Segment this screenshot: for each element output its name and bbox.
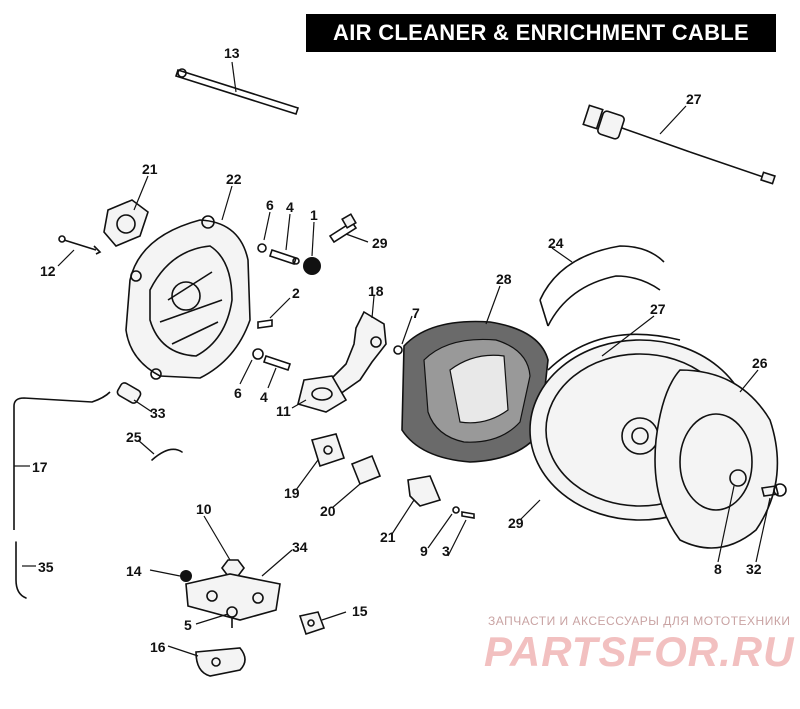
callout-10: 10 — [196, 501, 212, 517]
part-screw — [257, 319, 273, 329]
callout-3: 3 — [442, 543, 450, 559]
callout-9: 9 — [420, 543, 428, 559]
part-bracket — [328, 310, 387, 396]
callout-6-upper: 6 — [266, 197, 274, 213]
part-grommet — [303, 257, 321, 275]
callout-4-lower: 4 — [260, 389, 268, 405]
part-spring-clip — [539, 245, 665, 327]
part-nut — [393, 345, 403, 355]
callout-labels: 13 27 21 22 6 4 1 29 12 2 18 7 28 24 27 … — [32, 45, 768, 655]
callout-12: 12 — [40, 263, 56, 279]
diagram-title: AIR CLEANER & ENRICHMENT CABLE — [306, 14, 776, 52]
callout-30: 28 — [496, 271, 512, 287]
part-strap-bracket — [195, 647, 246, 677]
callout-24: 24 — [548, 235, 564, 251]
part-backplate — [125, 215, 251, 380]
part-tie-strap — [174, 68, 300, 116]
part-lock-plate — [298, 611, 326, 636]
callout-18: 18 — [368, 283, 384, 299]
part-pin — [58, 235, 102, 255]
part-small-bolt — [461, 511, 475, 519]
callout-7: 7 — [412, 305, 420, 321]
part-bracket-bolt — [226, 606, 238, 628]
part-hose-elbow — [151, 448, 183, 461]
part-cover-screw — [761, 483, 787, 497]
callout-11: 11 — [276, 403, 291, 419]
callout-4-upper: 4 — [286, 199, 294, 215]
part-enrichment-cable — [582, 104, 776, 185]
part-plate — [350, 454, 382, 486]
callout-14: 14 — [126, 563, 142, 579]
part-mounting-bracket — [185, 573, 281, 621]
callout-26: 26 — [752, 355, 768, 371]
leader-lines — [14, 61, 771, 657]
callout-19: 19 — [284, 485, 300, 501]
part-breather-bolt — [328, 213, 358, 244]
part-small-washer — [452, 506, 460, 514]
callout-16: 16 — [150, 639, 166, 655]
part-sleeve — [116, 382, 142, 404]
callout-8: 8 — [714, 561, 722, 577]
callout-31: 29 — [372, 235, 388, 251]
part-hose-end — [15, 541, 27, 599]
callout-29: 29 — [508, 515, 524, 531]
callout-28: 27 — [686, 91, 702, 107]
callout-34: 34 — [292, 539, 308, 555]
callout-13: 13 — [224, 45, 240, 61]
callout-33: 33 — [150, 405, 166, 421]
part-washer-screw-upper — [257, 243, 300, 266]
callout-5: 5 — [184, 617, 192, 633]
part-filter-element — [401, 320, 549, 463]
callout-27: 27 — [650, 301, 666, 317]
callout-2: 2 — [292, 285, 300, 301]
callout-35: 35 — [38, 559, 54, 575]
callout-1: 1 — [310, 207, 318, 223]
watermark-logo: PARTSFOR.RU — [484, 628, 795, 675]
watermark-tagline: ЗАПЧАСТИ И АКСЕССУАРЫ ДЛЯ МОТОТЕХНИКИ — [488, 614, 791, 628]
callout-21: 21 — [380, 529, 396, 545]
part-grommet-lower — [180, 570, 192, 582]
callout-6-lower: 6 — [234, 385, 242, 401]
part-gasket-bracket — [310, 433, 346, 468]
callout-20: 20 — [320, 503, 336, 519]
callout-25: 25 — [126, 429, 142, 445]
callout-17: 17 — [32, 459, 48, 475]
callout-15: 15 — [352, 603, 368, 619]
callout-23: 21 — [142, 161, 158, 177]
part-hex-nut — [221, 559, 245, 577]
part-trim-ring — [654, 369, 779, 549]
callout-32: 32 — [746, 561, 762, 577]
part-gasket — [103, 199, 149, 247]
part-washer — [729, 469, 747, 487]
part-washer-screw-lower — [252, 348, 292, 372]
part-breather-hose — [13, 391, 111, 530]
callout-22: 22 — [226, 171, 242, 187]
part-gasket-small — [297, 375, 348, 413]
part-small-bracket — [407, 475, 442, 507]
